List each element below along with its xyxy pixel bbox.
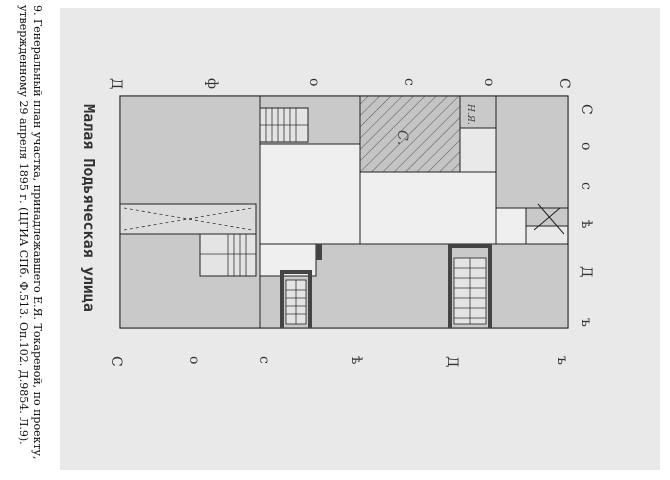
- bottom-letter-3: с: [256, 356, 272, 364]
- staircase-bottom-left: [280, 270, 312, 328]
- bottom-letter-6: ъ: [554, 356, 570, 365]
- top-letter-4: с: [401, 78, 417, 86]
- corner-cell: [459, 95, 497, 129]
- top-right-building: [495, 95, 569, 209]
- top-letter-1: Д: [108, 78, 124, 89]
- site-plan-drawing: Малая Подьяческая улица Д ф о с о С С о …: [80, 78, 594, 367]
- right-letter-2: о: [578, 142, 594, 150]
- annex-cross-1: [537, 203, 565, 235]
- bottom-letter-4: ѣ: [348, 356, 364, 364]
- top-letter-2: ф: [204, 78, 220, 89]
- right-edge-letters: С о с ѣ Д ъ: [578, 104, 594, 327]
- corner-cell-mark: Н.Я.: [465, 103, 475, 125]
- gate-passage: [119, 203, 257, 235]
- plan-sheet: Малая Подьяческая улица Д ф о с о С С о …: [60, 8, 660, 470]
- wall-tick-1: [316, 244, 322, 260]
- gate-cross-1: [123, 207, 253, 231]
- top-letter-5: о: [481, 78, 497, 86]
- hatched-building: [359, 95, 461, 173]
- top-letter-6: С: [556, 78, 572, 89]
- right-letter-4: ѣ: [578, 220, 594, 228]
- right-letter-5: Д: [578, 266, 594, 277]
- bottom-edge-letters: С о с ѣ Д ъ: [108, 356, 570, 367]
- figure-caption: 9. Генеральный план участка, принадлежав…: [17, 5, 44, 460]
- right-letter-1: С: [578, 104, 594, 115]
- gate-cross-2: [123, 207, 253, 231]
- bottom-letter-2: о: [186, 356, 202, 364]
- small-annex: [525, 207, 569, 227]
- staircase-bottom-middle: [448, 244, 492, 328]
- right-letter-3: с: [578, 182, 594, 190]
- right-letter-6: ъ: [578, 318, 594, 327]
- bottom-letter-1: С: [108, 356, 124, 367]
- courtyard-middle: [359, 171, 497, 245]
- courtyard-right: [495, 207, 527, 245]
- street-label: Малая Подьяческая улица: [80, 104, 98, 312]
- staircase-top: [259, 107, 309, 143]
- top-edge-letters: Д ф о с о С: [108, 78, 572, 89]
- hatched-building-mark: С.: [394, 130, 410, 145]
- bottom-letter-5: Д: [444, 356, 460, 367]
- figure-caption-area: 9. Генеральный план участка, принадлежав…: [0, 0, 60, 480]
- staircase-left: [199, 233, 257, 277]
- top-letter-3: о: [306, 78, 322, 86]
- annex-cross-2: [533, 207, 561, 231]
